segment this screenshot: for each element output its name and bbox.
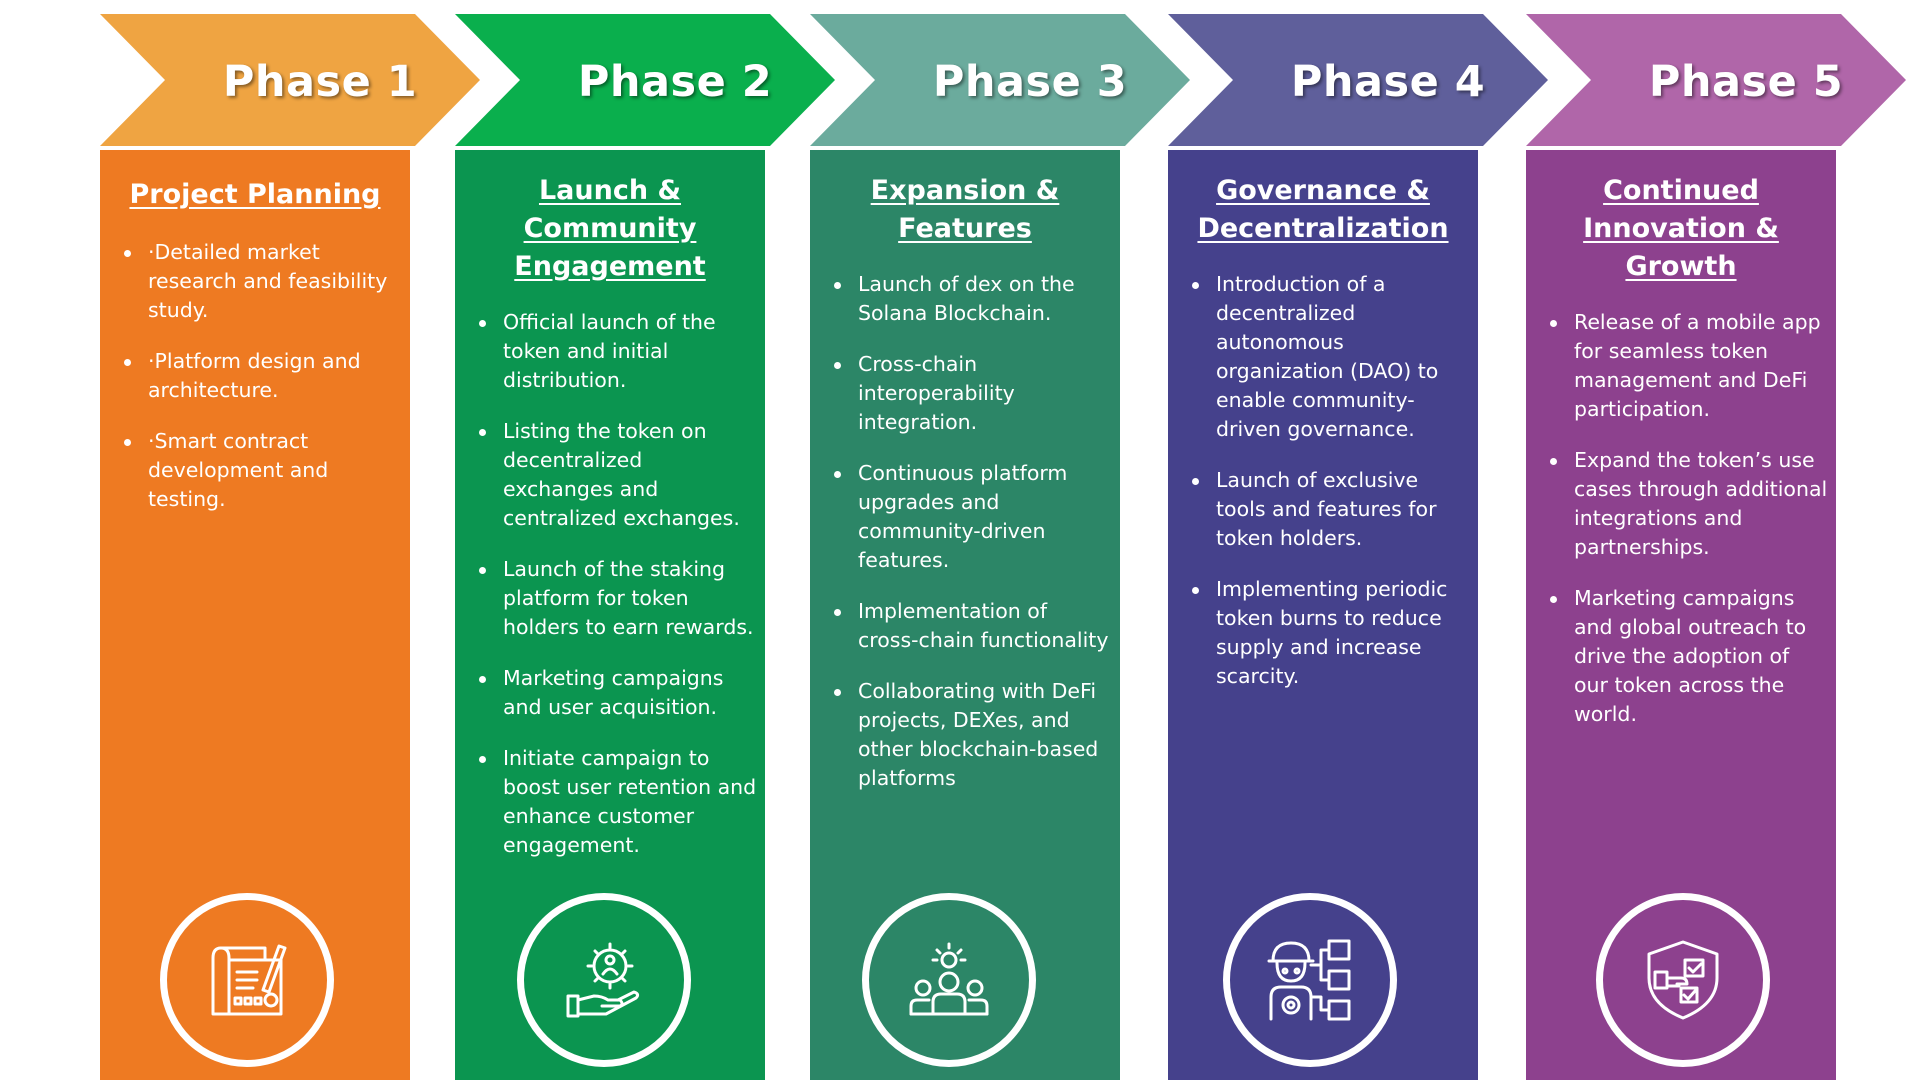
shield-check-icon	[1647, 940, 1719, 1020]
phase-2-title: Phase 2	[577, 57, 773, 107]
phase-2-item: Marketing campaigns and user acquisition…	[479, 664, 757, 722]
phase-2-item: Official launch of the token and initial…	[479, 308, 757, 395]
phase-1-column: Project Planning ·Detailed market resear…	[100, 150, 410, 1080]
phase-1-item: ·Detailed market research and feasibilit…	[124, 238, 402, 325]
phase-2: Phase 2 Launch & Community Engagement Of…	[455, 0, 835, 1080]
phase-2-item: Initiate campaign to boost user retentio…	[479, 744, 757, 860]
phase-2-item: Listing the token on decentralized excha…	[479, 417, 757, 533]
phase-1-title: Phase 1	[222, 57, 418, 107]
phase-4-item: Launch of exclusive tools and features f…	[1192, 466, 1470, 553]
blueprint-icon	[211, 944, 287, 1016]
phase-5-heading: Continued Innovation & Growth	[1583, 175, 1779, 282]
phase-5-item: Marketing campaigns and global outreach …	[1550, 584, 1828, 729]
phase-4-arrow	[1168, 0, 1548, 150]
phase-3-item: Launch of dex on the Solana Blockchain.	[834, 270, 1112, 328]
phase-4-heading: Governance & Decentralization	[1197, 175, 1449, 244]
phase-3-item: Cross-chain interoperability integration…	[834, 350, 1112, 437]
phase-1-arrow	[100, 0, 480, 150]
phase-1-icon-ring	[160, 893, 334, 1067]
phase-5-column: Continued Innovation & Growth Release of…	[1526, 150, 1836, 1080]
phase-2-arrow	[455, 0, 835, 150]
phase-1-item: ·Smart contract development and testing.	[124, 427, 402, 514]
phase-2-item: Launch of the staking platform for token…	[479, 555, 757, 642]
team-idea-icon	[909, 942, 989, 1016]
phase-4-title: Phase 4	[1290, 57, 1486, 107]
phase-3-item: Collaborating with DeFi projects, DEXes,…	[834, 677, 1112, 793]
phase-5-icon-ring	[1596, 893, 1770, 1067]
phase-3-column: Expansion & Features Launch of dex on th…	[810, 150, 1120, 1080]
phase-5: Phase 5 Continued Innovation & Growth Re…	[1526, 0, 1906, 1080]
phase-3: Phase 3 Expansion & Features Launch of d…	[810, 0, 1190, 1080]
phase-4: Phase 4 Governance & Decentralization In…	[1168, 0, 1548, 1080]
phase-1-heading: Project Planning	[129, 179, 381, 210]
phase-5-title: Phase 5	[1648, 57, 1844, 107]
phase-1: Phase 1 Project Planning ·Detailed marke…	[100, 0, 480, 1080]
phase-5-item: Expand the token’s use cases through add…	[1550, 446, 1828, 562]
phase-5-item: Release of a mobile app for seamless tok…	[1550, 308, 1828, 424]
phase-1-item: ·Platform design and architecture.	[124, 347, 402, 405]
phase-2-icon-ring	[517, 893, 691, 1067]
worker-network-icon	[1267, 939, 1351, 1021]
phase-4-item: Implementing periodic token burns to red…	[1192, 575, 1470, 691]
phase-4-icon-ring	[1223, 893, 1397, 1067]
phase-3-heading: Expansion & Features	[870, 175, 1060, 244]
phase-3-title: Phase 3	[932, 57, 1128, 107]
phase-4-item: Introduction of a decentralized autonomo…	[1192, 270, 1470, 444]
phase-2-heading: Launch & Community Engagement	[514, 175, 706, 282]
phase-3-icon-ring	[862, 893, 1036, 1067]
phase-3-item: Continuous platform upgrades and communi…	[834, 459, 1112, 575]
phase-3-item: Implementation of cross-chain functional…	[834, 597, 1112, 655]
hand-gear-icon	[566, 942, 640, 1018]
phase-3-arrow	[810, 0, 1190, 150]
phase-5-arrow	[1526, 0, 1906, 150]
